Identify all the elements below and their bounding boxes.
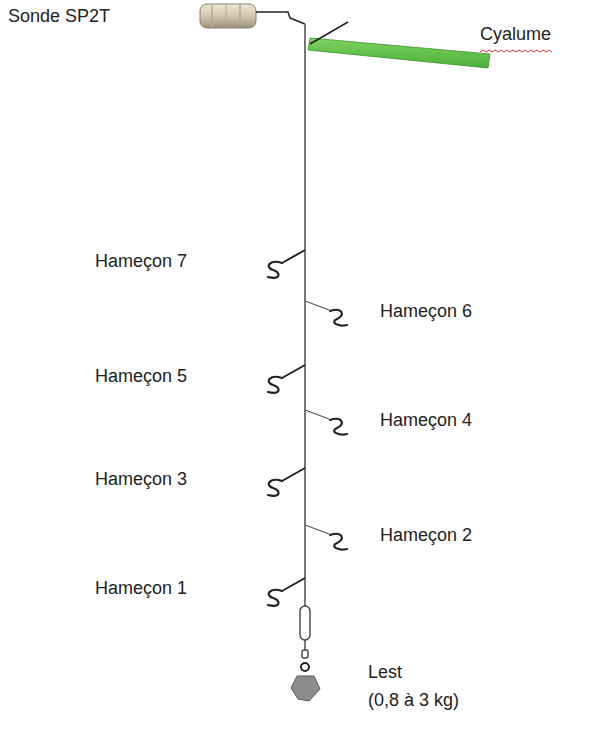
weight-range: (0,8 à 3 kg) (368, 690, 459, 712)
hook (268, 377, 282, 393)
hook (268, 480, 282, 496)
hook-snood (305, 525, 329, 534)
main-line (304, 24, 306, 606)
hook-label: Hameçon 5 (95, 366, 187, 388)
hook-label: Hameçon 4 (380, 410, 472, 432)
hook-label: Hameçon 7 (95, 251, 187, 273)
hook-snood (282, 250, 305, 263)
hook-label: Hameçon 1 (95, 578, 187, 600)
spell-underline (480, 50, 552, 52)
hook (268, 590, 282, 606)
cyalume-label: Cyalume (478, 24, 553, 46)
hook-snood (282, 578, 305, 591)
hook-snood (282, 468, 305, 481)
hook-label: Hameçon 3 (95, 469, 187, 491)
probe-label: Sonde SP2T (8, 6, 110, 28)
hook (330, 419, 347, 435)
probe-body (200, 4, 256, 28)
hook-label: Hameçon 2 (380, 525, 472, 547)
probe-tether (256, 12, 305, 24)
hook-label: Hameçon 6 (380, 301, 472, 323)
hook-snood (305, 410, 329, 419)
hook (330, 310, 347, 326)
hook (330, 534, 347, 550)
hook (268, 262, 282, 278)
cyalume-clip (310, 22, 348, 44)
cyalume-stick (308, 38, 490, 68)
swivel (300, 606, 310, 658)
hook-snood (282, 365, 305, 378)
weight-label: Lest (368, 662, 402, 684)
weight (291, 676, 320, 701)
hook-snood (305, 301, 329, 310)
weight-ring (301, 663, 309, 671)
hooks (268, 250, 347, 606)
